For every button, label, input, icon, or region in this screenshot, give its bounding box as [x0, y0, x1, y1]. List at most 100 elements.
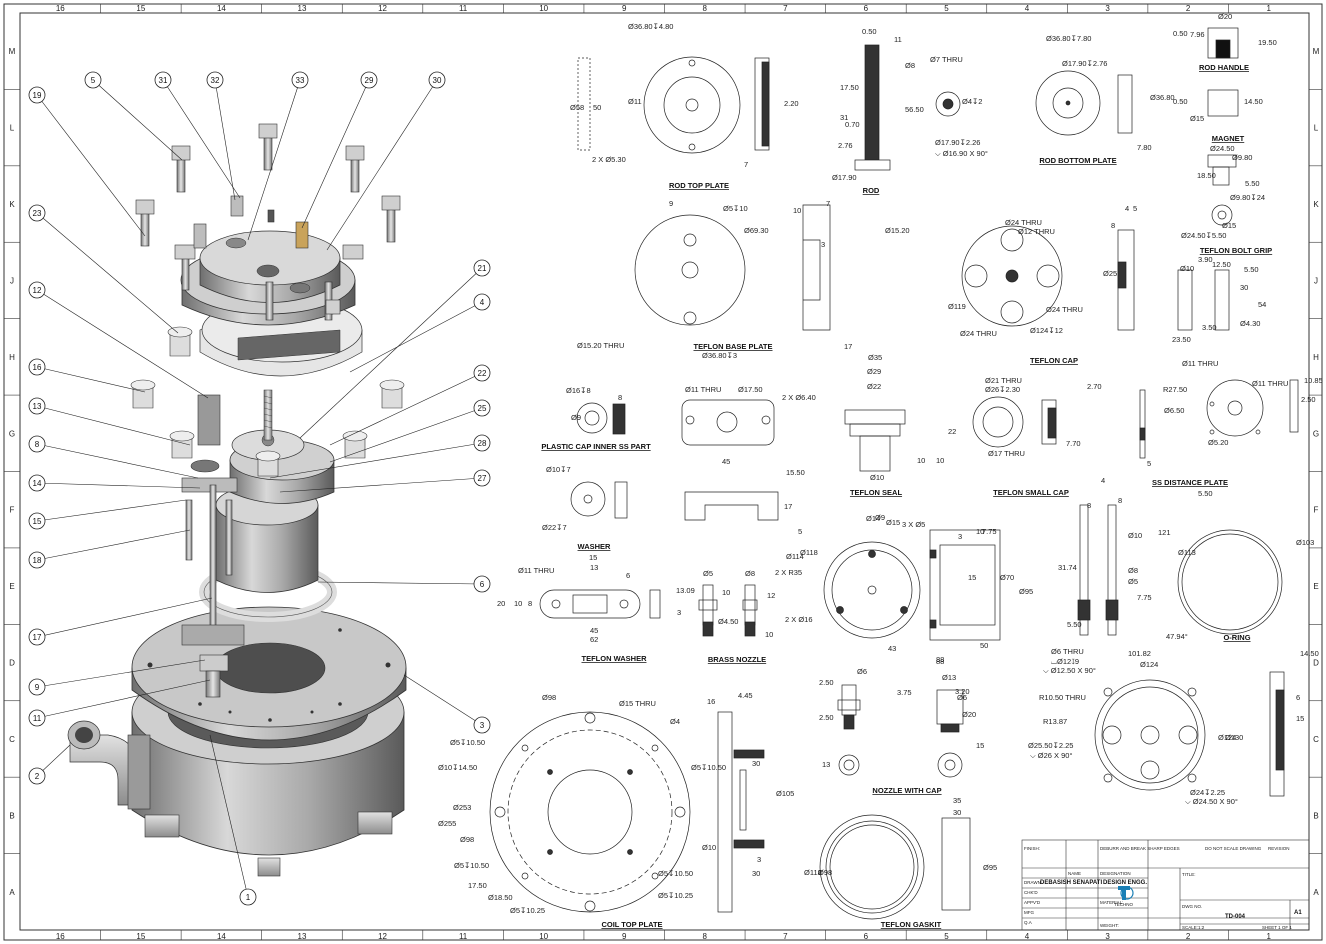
tb-size: A1 — [1294, 910, 1302, 916]
connector-mount — [127, 734, 151, 810]
ruler-row-label: C — [9, 735, 15, 744]
ruler-row-label: A — [9, 888, 15, 897]
company-logo: TECHNO — [1114, 886, 1134, 907]
dimension-text: 2 X Ø5.30 — [592, 155, 626, 164]
ruler-row-label: D — [1313, 659, 1319, 668]
dimension-text: 56.50 — [905, 105, 924, 114]
dimension-text: Ø21 THRU — [985, 376, 1022, 385]
top-boss-center-hole — [256, 264, 280, 278]
balloon-circle — [28, 628, 46, 646]
ruler-column-label: 13 — [298, 932, 307, 941]
dimension-text: Ø5↧10.50 — [691, 763, 726, 772]
balloon-circle — [28, 678, 46, 696]
dimension-text: 7.75 — [982, 527, 997, 536]
balloon-circle — [28, 709, 46, 727]
dimension-text: 12.50 — [1212, 260, 1231, 269]
balloon-circle — [239, 888, 257, 906]
teflon-base-plate-view — [634, 204, 831, 331]
dimension-text: Ø6.50 — [1164, 406, 1184, 415]
ruler-row-label: M — [9, 47, 16, 56]
dimension-text: Ø20 — [1218, 12, 1232, 21]
ruler-column-label: 12 — [378, 932, 387, 941]
dimension-text: Ø5↧10.50 — [450, 738, 485, 747]
dimension-text: Ø24 THRU — [1046, 305, 1083, 314]
elbow-connector — [69, 734, 141, 806]
ruler-row-label: E — [9, 582, 14, 591]
balloon-number: 1 — [246, 893, 251, 902]
tb-drawn-name: DEBASISH SENAPATI — [1040, 880, 1102, 886]
tb-label-material: MATERIAL: — [1100, 900, 1123, 905]
dimension-text: 11 — [894, 35, 902, 44]
ruler-row-label: L — [1314, 124, 1319, 133]
view-title-teflon-bolt-grip: TEFLON BOLT GRIP — [1200, 246, 1272, 255]
dimension-text: Ø10 — [1180, 264, 1194, 273]
dimension-text: Ø95 — [1019, 587, 1033, 596]
ruler-column-label: 6 — [864, 932, 869, 941]
ruler-column-label: 14 — [217, 4, 226, 13]
ring-flange-view — [823, 529, 1001, 641]
dimension-text: Ø9.80↧24 — [1230, 193, 1265, 202]
balloon-number: 9 — [35, 683, 40, 692]
balloon-number: 17 — [33, 633, 42, 642]
tb-label-sheet: SHEET 1 OF 1 — [1262, 925, 1292, 930]
rod-top-plate-view — [577, 56, 770, 154]
balloon-circle — [473, 434, 491, 452]
dimension-text: Ø114 — [786, 552, 804, 561]
dimension-text: Ø9 — [571, 413, 581, 422]
dimension-text: 30 — [1240, 283, 1248, 292]
balloon-number: 11 — [33, 714, 42, 723]
view-title-o-ring: O-RING — [1223, 633, 1250, 642]
dimension-text: 45 — [722, 457, 730, 466]
dimension-text: Ø9.80 — [1232, 153, 1252, 162]
balloon-number: 23 — [33, 209, 42, 218]
dimension-text: 3.75 — [897, 688, 912, 697]
dimension-text: ⌵ Ø12.50 X 90° — [1043, 666, 1096, 675]
dimension-text: Ø255 — [438, 819, 456, 828]
dimension-text: Ø113 — [1178, 548, 1196, 557]
dimension-text: 0.50 — [862, 27, 877, 36]
ruler-column-label: 10 — [539, 932, 548, 941]
balloon-circle — [28, 204, 46, 222]
dimension-text: Ø36.80↧3 — [702, 351, 737, 360]
dimension-text: 54 — [1258, 300, 1266, 309]
dimension-text: 7.75 — [1137, 593, 1152, 602]
dimension-text: 16 — [707, 697, 715, 706]
dimension-text: 9 — [669, 199, 673, 208]
balloon-number: 5 — [91, 76, 96, 85]
ruler-column-label: 8 — [703, 4, 708, 13]
tb-label-title: TITLE: — [1182, 872, 1196, 877]
dimension-text: Ø14 — [866, 514, 880, 523]
ruler-column-label: 15 — [136, 4, 145, 13]
dimension-text: 8 — [1118, 496, 1122, 505]
tb-label-deburr: DEBURR AND BREAK SHARP EDGES — [1100, 846, 1180, 851]
dimension-text: 3 — [677, 608, 681, 617]
balloon-number: 15 — [33, 517, 42, 526]
tb-company: TECHNO — [1114, 902, 1133, 907]
dimension-text: 15 — [976, 741, 984, 750]
coil-top-plate-view — [489, 711, 765, 913]
title-block — [1021, 839, 1310, 931]
dimension-text: 43 — [888, 644, 896, 653]
ruler-row-label: L — [10, 124, 15, 133]
ruler-column-label: 7 — [783, 4, 788, 13]
dimension-text: 5.50 — [1245, 179, 1260, 188]
dimension-text: 0.50 — [1173, 97, 1188, 106]
view-title-plastic-cap-inner: PLASTIC CAP INNER SS PART — [541, 442, 651, 451]
coil-top-plate-bore — [214, 642, 326, 694]
ruler-column-label: 3 — [1105, 932, 1110, 941]
balloon-circle — [473, 399, 491, 417]
tb-designation: DESIGN ENGG. — [1103, 880, 1147, 886]
dimension-text: 6 — [626, 571, 630, 580]
dimension-text: Ø5↧10.50 — [658, 869, 693, 878]
view-title-ss-distance-plate: SS DISTANCE PLATE — [1152, 478, 1228, 487]
dimension-text: Ø22↧7 — [542, 523, 567, 532]
dimension-text: Ø24.50 — [1210, 144, 1235, 153]
balloon-circle — [473, 575, 491, 593]
dimension-text: 7 — [744, 160, 748, 169]
dimension-text: Ø25.50↧2.25 — [1028, 741, 1073, 750]
dimension-text: 10 — [936, 456, 944, 465]
ruler-column-label: 2 — [1186, 932, 1191, 941]
bushings — [130, 326, 405, 477]
dimension-text: Ø16↧8 — [566, 386, 591, 395]
